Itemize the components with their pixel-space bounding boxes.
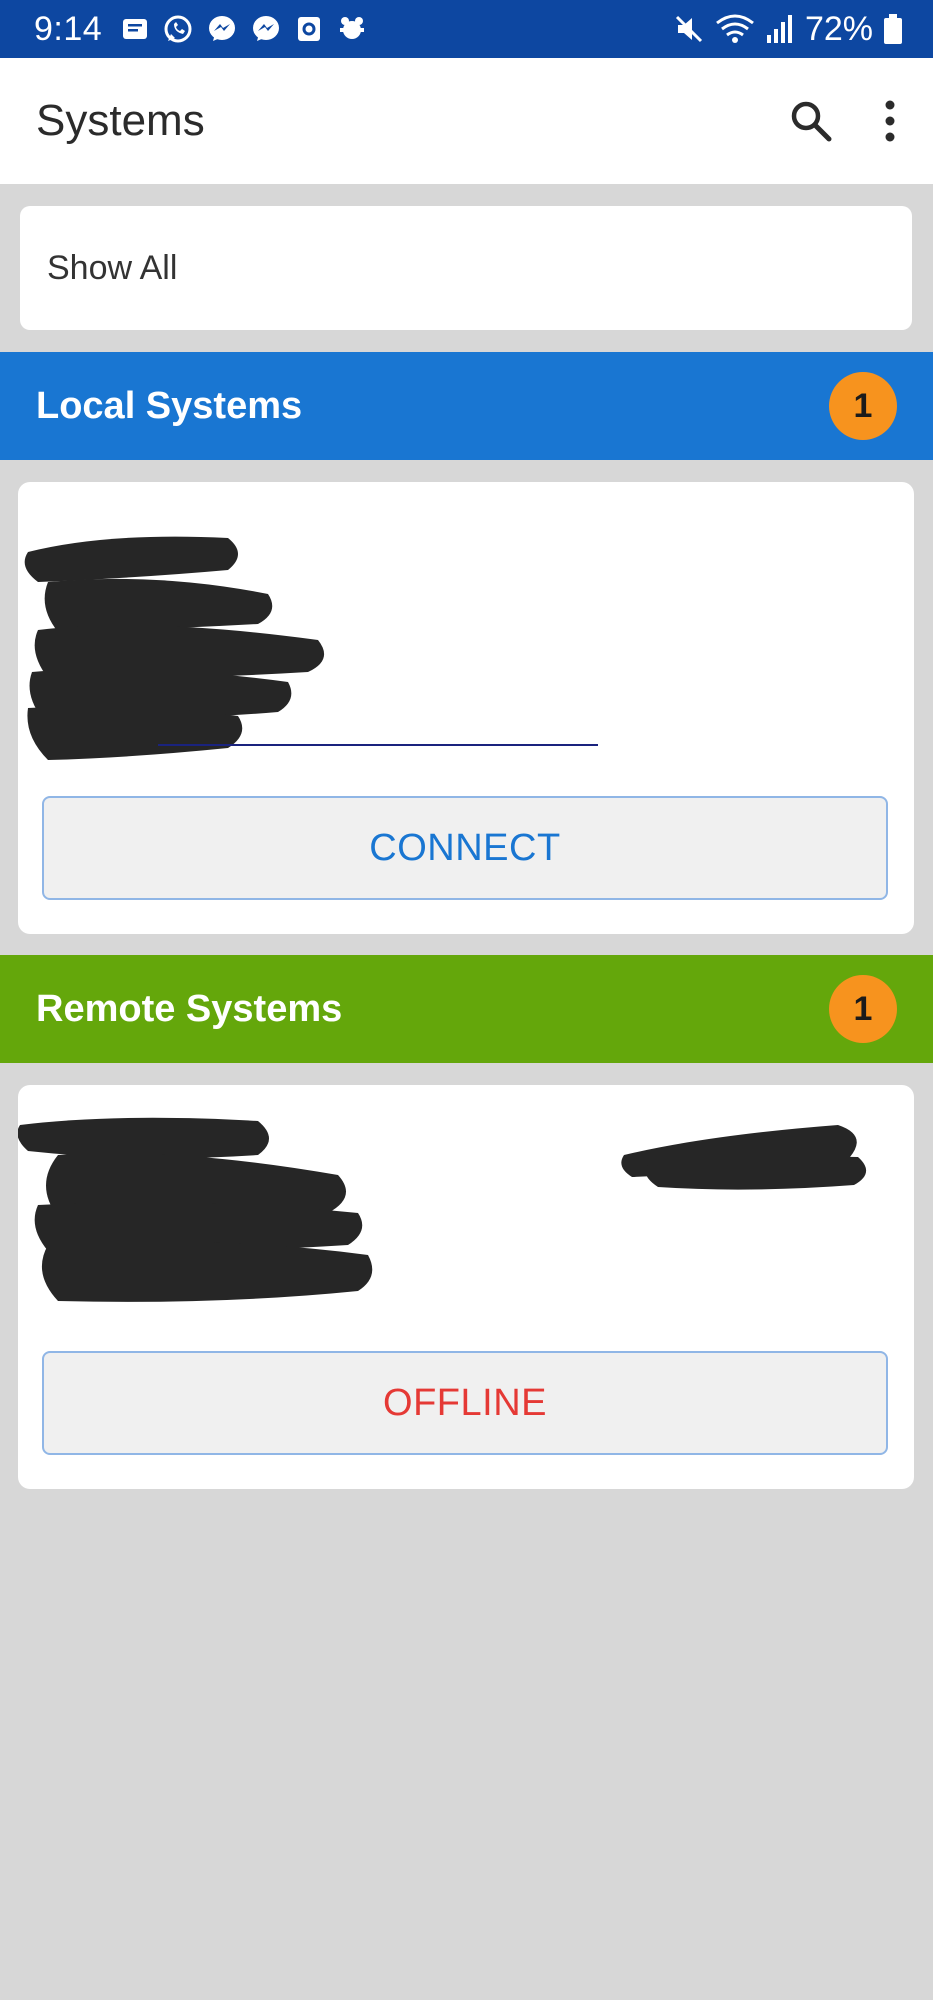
wifi-icon	[716, 14, 754, 43]
messenger-icon	[253, 16, 280, 41]
name-underline	[158, 744, 598, 746]
whatsapp-icon	[164, 15, 192, 43]
battery-icon	[884, 14, 902, 44]
search-icon[interactable]	[789, 99, 833, 143]
local-systems-header[interactable]: Local Systems 1	[0, 352, 933, 460]
offline-button[interactable]: OFFLINE	[42, 1351, 888, 1455]
signal-icon	[766, 15, 792, 43]
app-bar: Systems	[0, 58, 933, 184]
filter-show-all[interactable]: Show All	[20, 206, 912, 330]
connect-button[interactable]: CONNECT	[42, 796, 888, 900]
status-right: 72%	[673, 10, 903, 49]
redacted-scribble	[18, 1117, 373, 1302]
battery-percent: 72%	[804, 9, 873, 48]
app-icon	[340, 17, 365, 39]
outlook-icon	[298, 17, 321, 41]
app-actions	[789, 99, 897, 143]
redacted-scribble	[621, 1125, 867, 1190]
messenger-icon	[209, 16, 236, 41]
page-title: Systems	[36, 96, 205, 145]
redacted-scribble	[24, 536, 325, 760]
status-time: 9:14	[34, 9, 103, 48]
notification-icons	[120, 13, 368, 45]
message-icon	[123, 19, 148, 39]
more-vert-icon[interactable]	[883, 99, 897, 143]
local-systems-title: Local Systems	[36, 384, 303, 427]
status-bar: 9:14	[0, 0, 933, 58]
local-system-card[interactable]: CONNECT	[18, 482, 914, 934]
local-systems-count-badge: 1	[829, 372, 897, 440]
mute-icon	[675, 15, 702, 43]
remote-systems-header[interactable]: Remote Systems 1	[0, 955, 933, 1063]
filter-label: Show All	[47, 248, 178, 287]
remote-system-card[interactable]: OFFLINE	[18, 1085, 914, 1489]
remote-systems-count-badge: 1	[829, 975, 897, 1043]
remote-systems-title: Remote Systems	[36, 987, 343, 1030]
